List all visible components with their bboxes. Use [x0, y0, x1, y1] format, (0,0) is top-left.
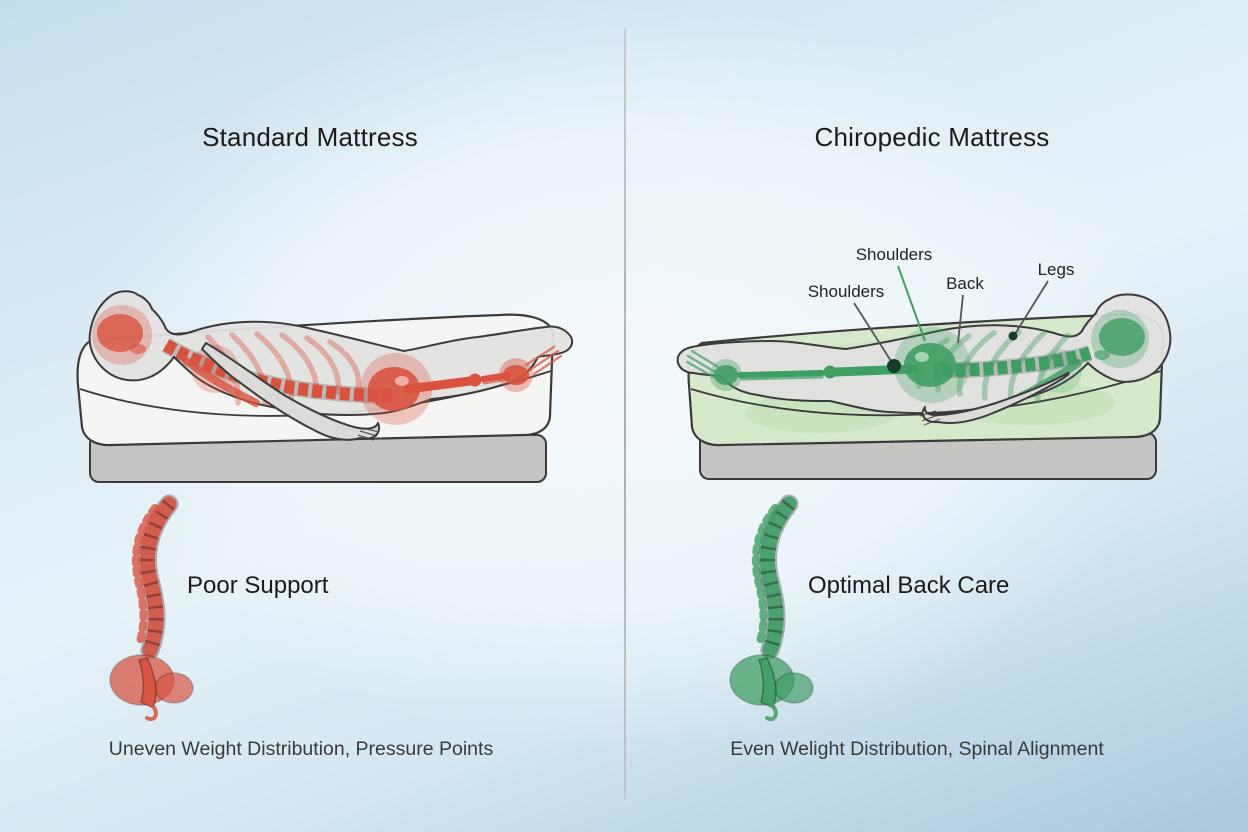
knee	[823, 365, 837, 379]
jaw	[130, 344, 146, 354]
annotation-shoulders-side-label: Shoulders	[808, 282, 885, 301]
annotation-legs-leader-line	[1014, 280, 1049, 335]
left-panel-title: Standard Mattress	[202, 122, 418, 152]
pelvis-notch	[395, 376, 409, 386]
skull	[1099, 318, 1145, 356]
fibula	[740, 375, 824, 381]
right-support-label: Optimal Back Care	[808, 572, 1010, 599]
annotation-shoulders-top-label: Shoulders	[856, 245, 933, 264]
knee	[468, 373, 482, 387]
right-caption: Even Welight Distribution, Spinal Alignm…	[730, 738, 1104, 760]
left-caption: Uneven Weight Distribution, Pressure Poi…	[108, 738, 494, 760]
hand-fingers	[357, 427, 380, 441]
tibia	[737, 370, 825, 378]
jaw	[1094, 350, 1110, 360]
foot-bones	[524, 345, 563, 376]
heel	[714, 365, 738, 385]
sleeper-arm	[921, 372, 1070, 425]
foot-bones	[685, 349, 720, 379]
annotation-dot-thigh	[887, 359, 901, 373]
pelvis-notch	[915, 352, 929, 362]
annotations: Shoulders Shoulders Back Legs	[808, 245, 1075, 373]
left-spine-icon	[95, 492, 215, 722]
right-panel-title: Chiropedic Mattress	[814, 122, 1050, 152]
annotation-legs-label: Legs	[1038, 260, 1075, 279]
center-divider	[624, 28, 626, 800]
mattress-contour-line	[690, 370, 1162, 417]
skeleton-red	[92, 305, 563, 425]
annotation-shoulders-top-leader-line	[897, 265, 926, 342]
chiropedic-mattress-illustration: Shoulders Shoulders Back Legs	[676, 245, 1172, 480]
annotation-back-leader-line	[957, 294, 964, 344]
femur	[403, 376, 475, 394]
heel	[503, 365, 529, 385]
clavicle	[182, 357, 260, 407]
skull	[97, 314, 143, 352]
annotation-dot-ribs	[1008, 331, 1018, 341]
left-support-label: Poor Support	[187, 572, 329, 599]
annotation-back-label: Back	[946, 274, 984, 293]
standard-mattress-illustration	[76, 290, 574, 483]
femur	[831, 364, 919, 377]
annotation-shoulders-side-leader-line	[853, 302, 892, 362]
right-spine-icon	[715, 492, 835, 722]
hand-fingers	[919, 410, 941, 426]
